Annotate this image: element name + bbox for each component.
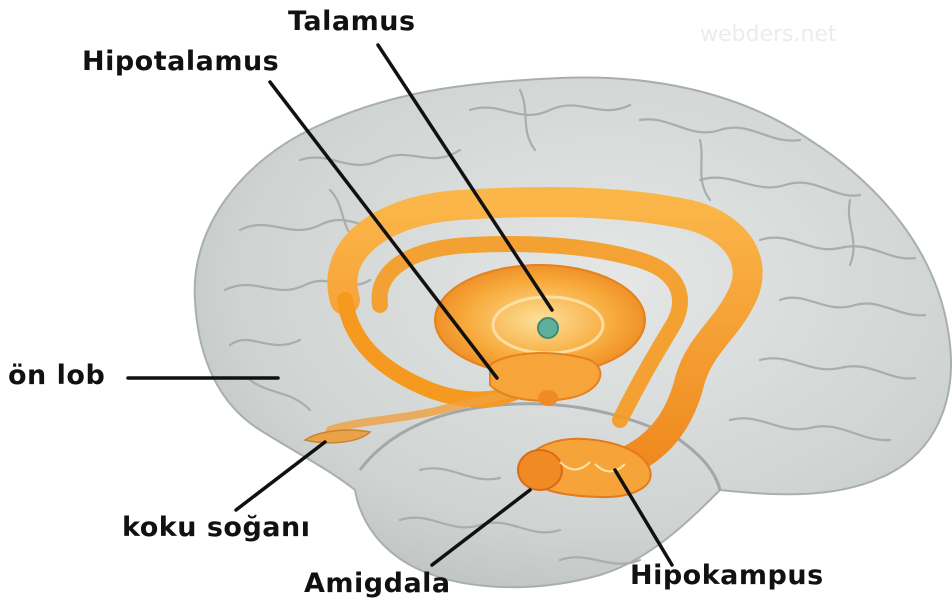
label-on-lob: ön lob <box>8 360 105 391</box>
label-koku-sogani: koku soğanı <box>122 512 311 543</box>
amygdala-shape <box>518 450 562 490</box>
leader-koku-sogani <box>236 442 325 510</box>
label-hipotalamus: Hipotalamus <box>82 46 279 77</box>
mammillary-body <box>538 390 558 406</box>
watermark-text: webders.net <box>700 22 837 47</box>
label-amigdala: Amigdala <box>304 568 451 599</box>
label-talamus: Talamus <box>288 6 416 37</box>
label-hipokampus: Hipokampus <box>630 560 824 591</box>
thalamus-core <box>538 318 558 338</box>
